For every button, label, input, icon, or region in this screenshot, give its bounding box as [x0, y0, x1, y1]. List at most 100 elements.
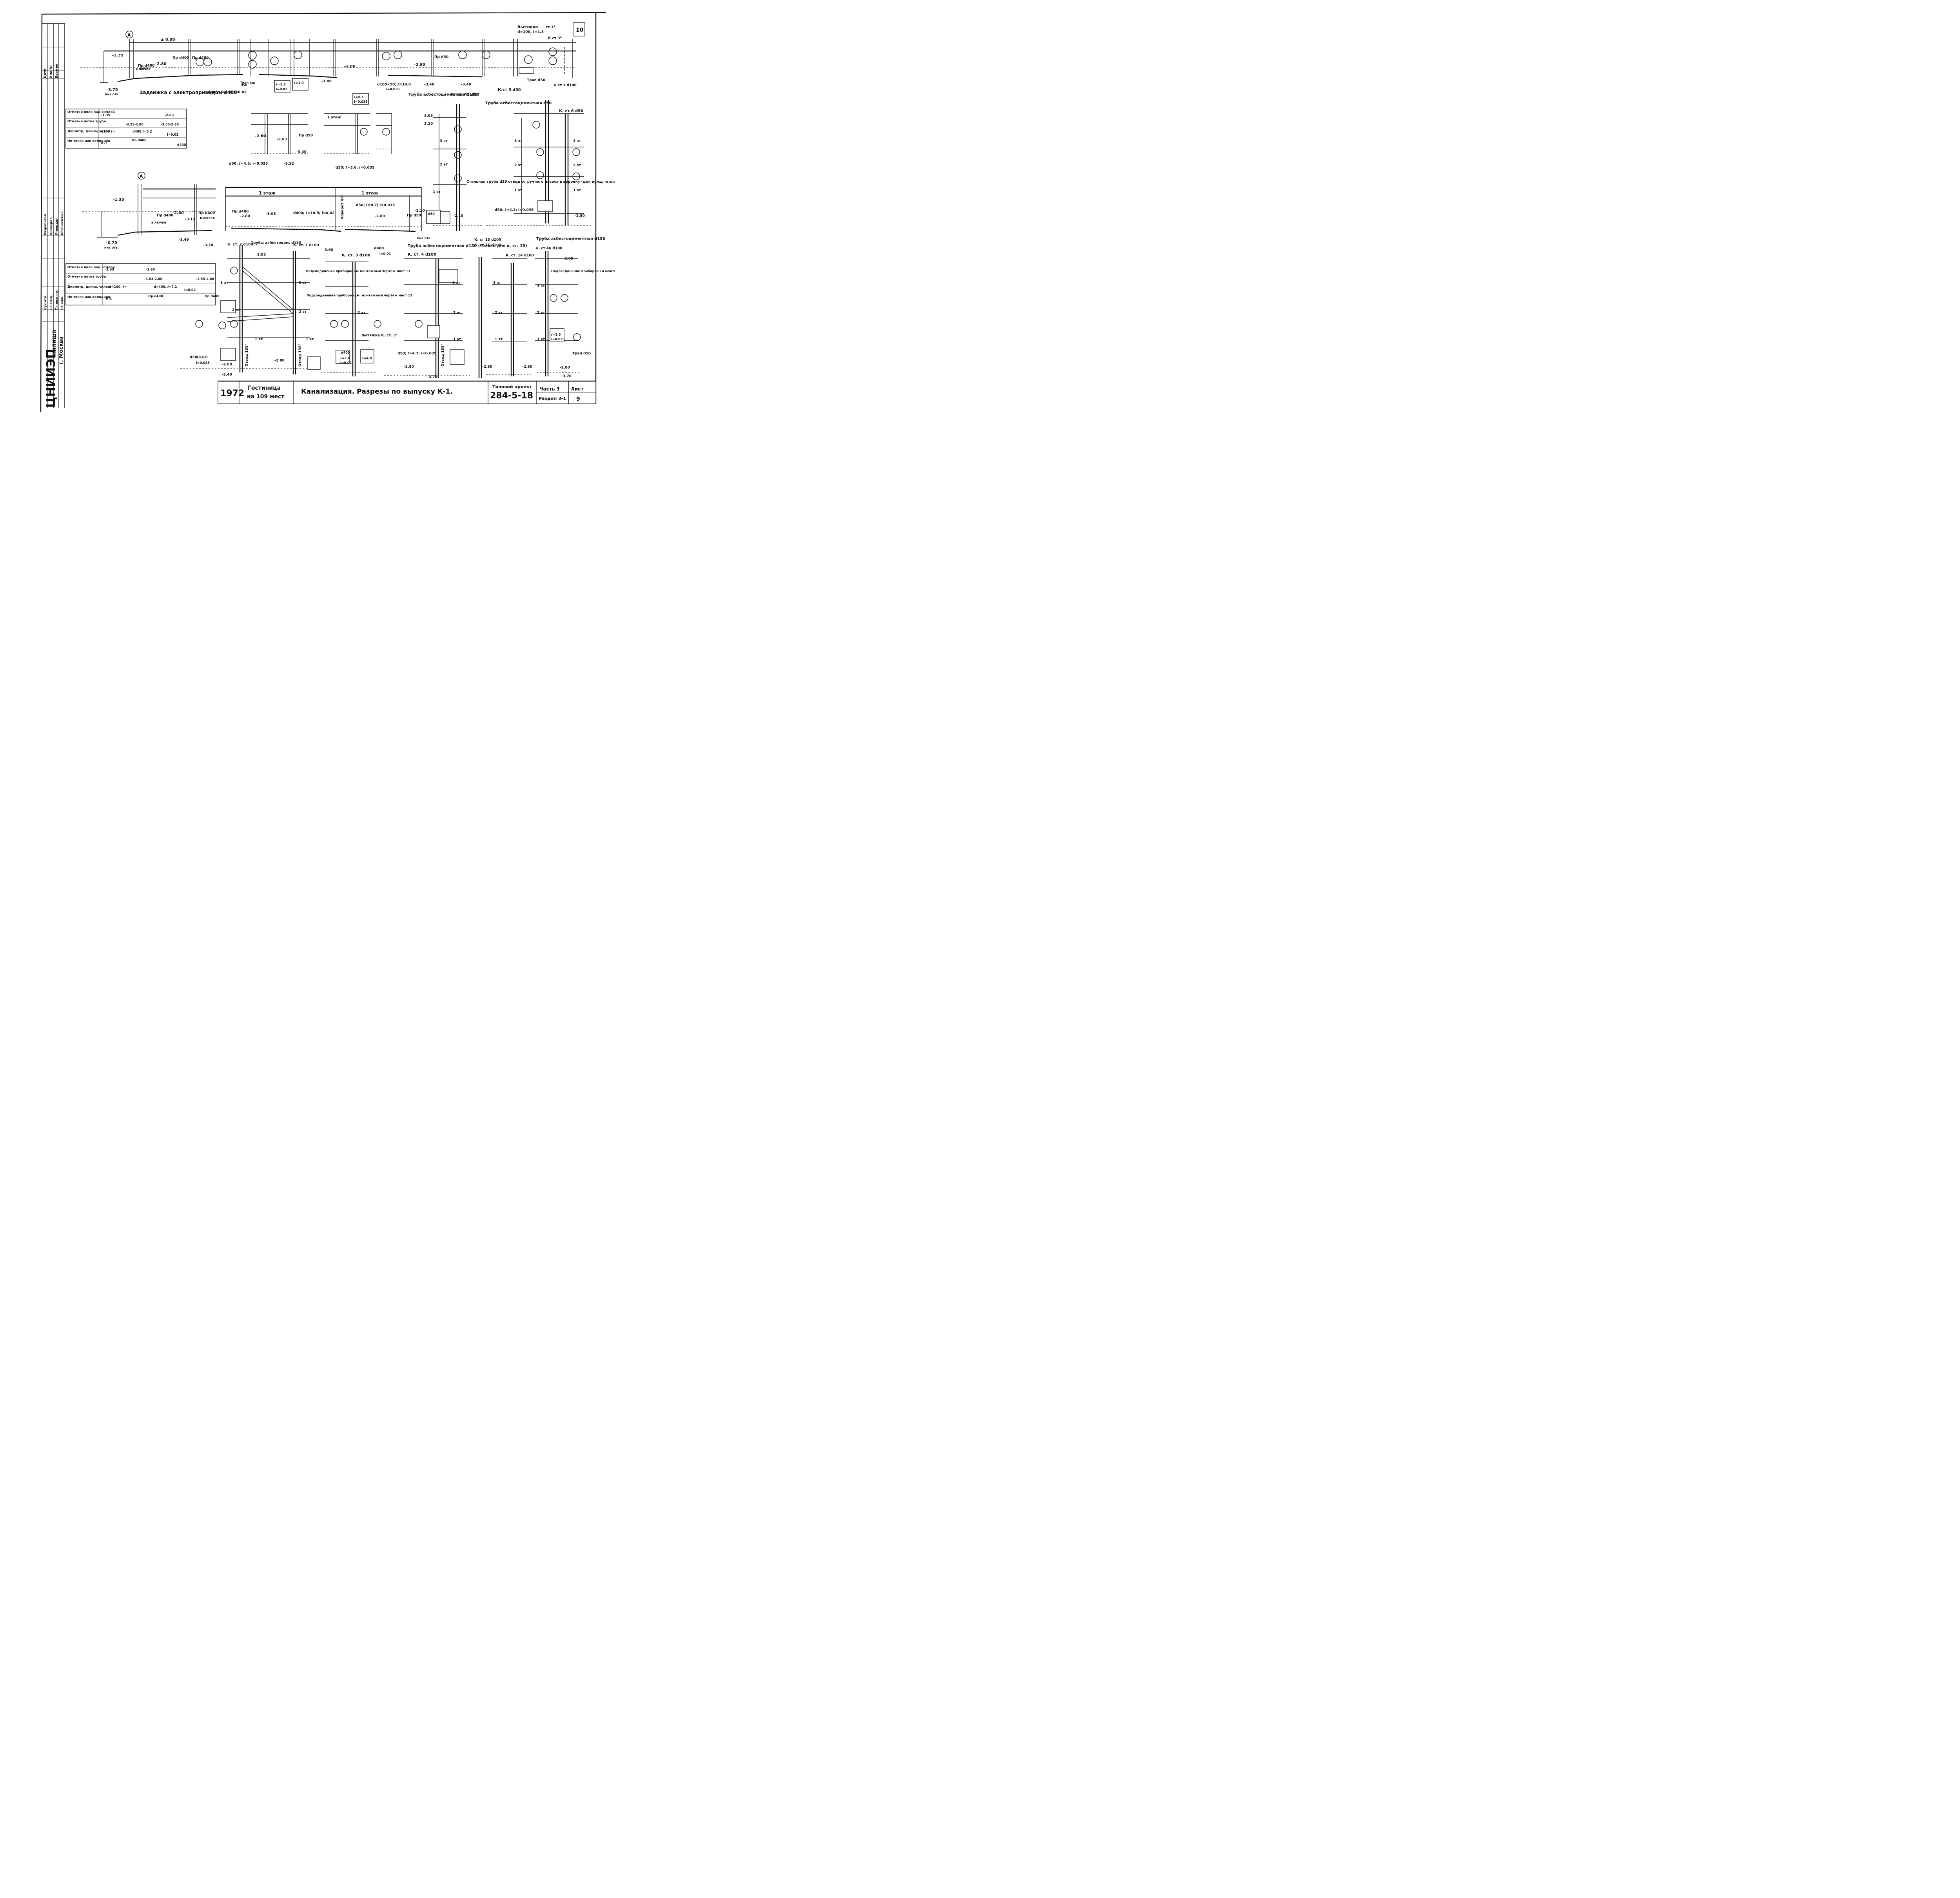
- m280-right: -2.80: [575, 214, 585, 218]
- stamp-inv: Инв №: [49, 65, 53, 78]
- drawing-line: [239, 245, 296, 374]
- drawing-sheet: 10 Дата Инв № Взамен Рук.отд. Гл.спец. Г…: [40, 12, 615, 412]
- floor2-i: 2 эт: [537, 311, 545, 315]
- m280-bot4: -2.80: [482, 365, 492, 369]
- turn-45: Поворот 45°: [341, 194, 345, 220]
- drawing-line: [225, 187, 422, 231]
- floor3-b: 3 эт: [514, 139, 523, 143]
- m349-mid: -3.49: [179, 238, 189, 242]
- valve-note: Задвижка с электроприводом d400: [140, 90, 237, 95]
- pt-mid-v3c: i=0.02: [184, 288, 196, 292]
- drawing-line: [242, 266, 294, 314]
- drawing-line: [404, 258, 463, 341]
- trap-d50-top: Трап d50: [527, 78, 545, 82]
- m303-b: -3.03: [266, 212, 276, 216]
- d50-42: d50; ℓ=4.2; i=0.035: [495, 208, 534, 212]
- drawing-line: [333, 39, 379, 76]
- drawing-line: [258, 74, 338, 78]
- stamp-date: Дата: [44, 69, 47, 78]
- drawing-line: [454, 125, 462, 133]
- i035-top: i=0.035: [386, 87, 400, 91]
- m370-bot: -3.70: [427, 375, 437, 379]
- drawing-line: [82, 211, 421, 227]
- asbestos-150: Труба асбестоцементная d150 (только для …: [408, 243, 527, 248]
- m280-bot3: -2.80: [404, 365, 414, 369]
- drawing-line: [138, 172, 145, 180]
- m305-bot: 3.05: [257, 253, 266, 257]
- l48-bot2: ℓ=4.8: [362, 356, 372, 360]
- title-object-2: на 109 мест: [247, 394, 285, 400]
- drawing-line: [548, 56, 557, 65]
- drawing-line: [564, 114, 569, 225]
- vent-top: Вытяжка: [517, 25, 538, 29]
- k-st47: К. ст. 47 d50: [451, 93, 479, 97]
- k-st15: К. ст 15 d100: [474, 243, 501, 247]
- drawing-line: [537, 200, 553, 212]
- d400-48: d400; ℓ=4.8; i=0.02: [208, 91, 247, 94]
- drawing-line: [220, 300, 236, 313]
- drawing-line: [435, 259, 439, 378]
- k-st5: К.ст 5 d50: [498, 88, 521, 92]
- section-label: Раздел 3-1: [539, 396, 566, 401]
- connect-12: Подсоединение приборов см. монтажный чер…: [307, 293, 412, 297]
- l48-bot: ℓ=4.8: [196, 356, 208, 360]
- pt-mid-row1: Отметки пола над землей: [67, 265, 115, 269]
- title-main: Канализация. Разрезы по выпуску К-1.: [301, 388, 453, 396]
- floor1-d: 1 эт: [255, 338, 263, 341]
- pt-mid-row2: Отметки лотка трубы: [67, 274, 107, 278]
- pt-mid-v4a: К-1: [106, 297, 112, 300]
- drawing-line: [195, 320, 203, 328]
- bottom-risers: [180, 245, 581, 378]
- drawing-line: [188, 39, 240, 74]
- drawing-line: [394, 51, 402, 59]
- drawing-line: [532, 121, 540, 129]
- m280-mid: -2.80: [255, 134, 266, 138]
- pr-d50-mid: Пр d50: [299, 134, 313, 138]
- drawing-line: [225, 187, 421, 197]
- drawing-line: [514, 113, 584, 214]
- stamp-staff-3: Гл.инж.пр.: [55, 290, 58, 310]
- drawing-line: [138, 184, 216, 235]
- in-well-mid: в лючке: [200, 216, 215, 220]
- m303-mid: -3.03: [277, 138, 287, 142]
- drawing-line: [42, 12, 606, 15]
- m375-mid: -3.75: [106, 241, 117, 245]
- drawing-line: [426, 210, 441, 224]
- drawing-line: [355, 114, 358, 154]
- drawing-line: [65, 263, 216, 305]
- d50-87: d50; ℓ=8.7; i=0.035: [356, 203, 395, 207]
- d50-45: d50; ℓ=4.5; i=0.035: [229, 162, 268, 166]
- pt-top-row3: Диаметр, длина, уклон: [67, 129, 110, 133]
- pt-top-v3a: d100 ℓ=: [101, 130, 115, 133]
- drawing-line: [248, 60, 257, 69]
- project-label: Типовой проект: [492, 384, 532, 389]
- drawing-line: [519, 67, 534, 74]
- drawing-line: [572, 148, 580, 156]
- drawing-line: [535, 258, 578, 341]
- pt-top-row1: Отметки пола над землей: [67, 110, 115, 114]
- left-stamp: [42, 23, 65, 408]
- drawing-line: [388, 74, 483, 78]
- pr-d400-b: Пр d400: [232, 210, 249, 214]
- drawing-line: [561, 294, 568, 302]
- trap2: Трап d50: [572, 352, 591, 356]
- drawing-line: [180, 368, 580, 376]
- m280-c: -2.80: [375, 214, 385, 218]
- drawing-line: [65, 109, 187, 149]
- pr-d50-c: Пр d50: [407, 214, 421, 218]
- drawing-line: [510, 263, 514, 376]
- stamp-replace: Взамен: [55, 64, 59, 78]
- middle-cross-sections: [251, 113, 392, 154]
- otvod-135c: Отвод 135°: [441, 344, 445, 367]
- drawing-line: [352, 93, 369, 105]
- drawing-line: [230, 320, 238, 328]
- floor2-b: 2 эт: [514, 163, 523, 167]
- floor1-c: 1 эт: [573, 189, 581, 193]
- pt-top-v2a: -3.55-2.80: [125, 123, 144, 126]
- pr-d400-mid2: Пр d400: [198, 211, 215, 215]
- drawing-line: [66, 263, 216, 305]
- drawing-line: [431, 39, 485, 76]
- k-st13: К. ст 13 d100: [474, 238, 501, 242]
- k-st6: К. ст 6 d50: [559, 109, 583, 113]
- title-object-1: Гостиница: [248, 385, 281, 391]
